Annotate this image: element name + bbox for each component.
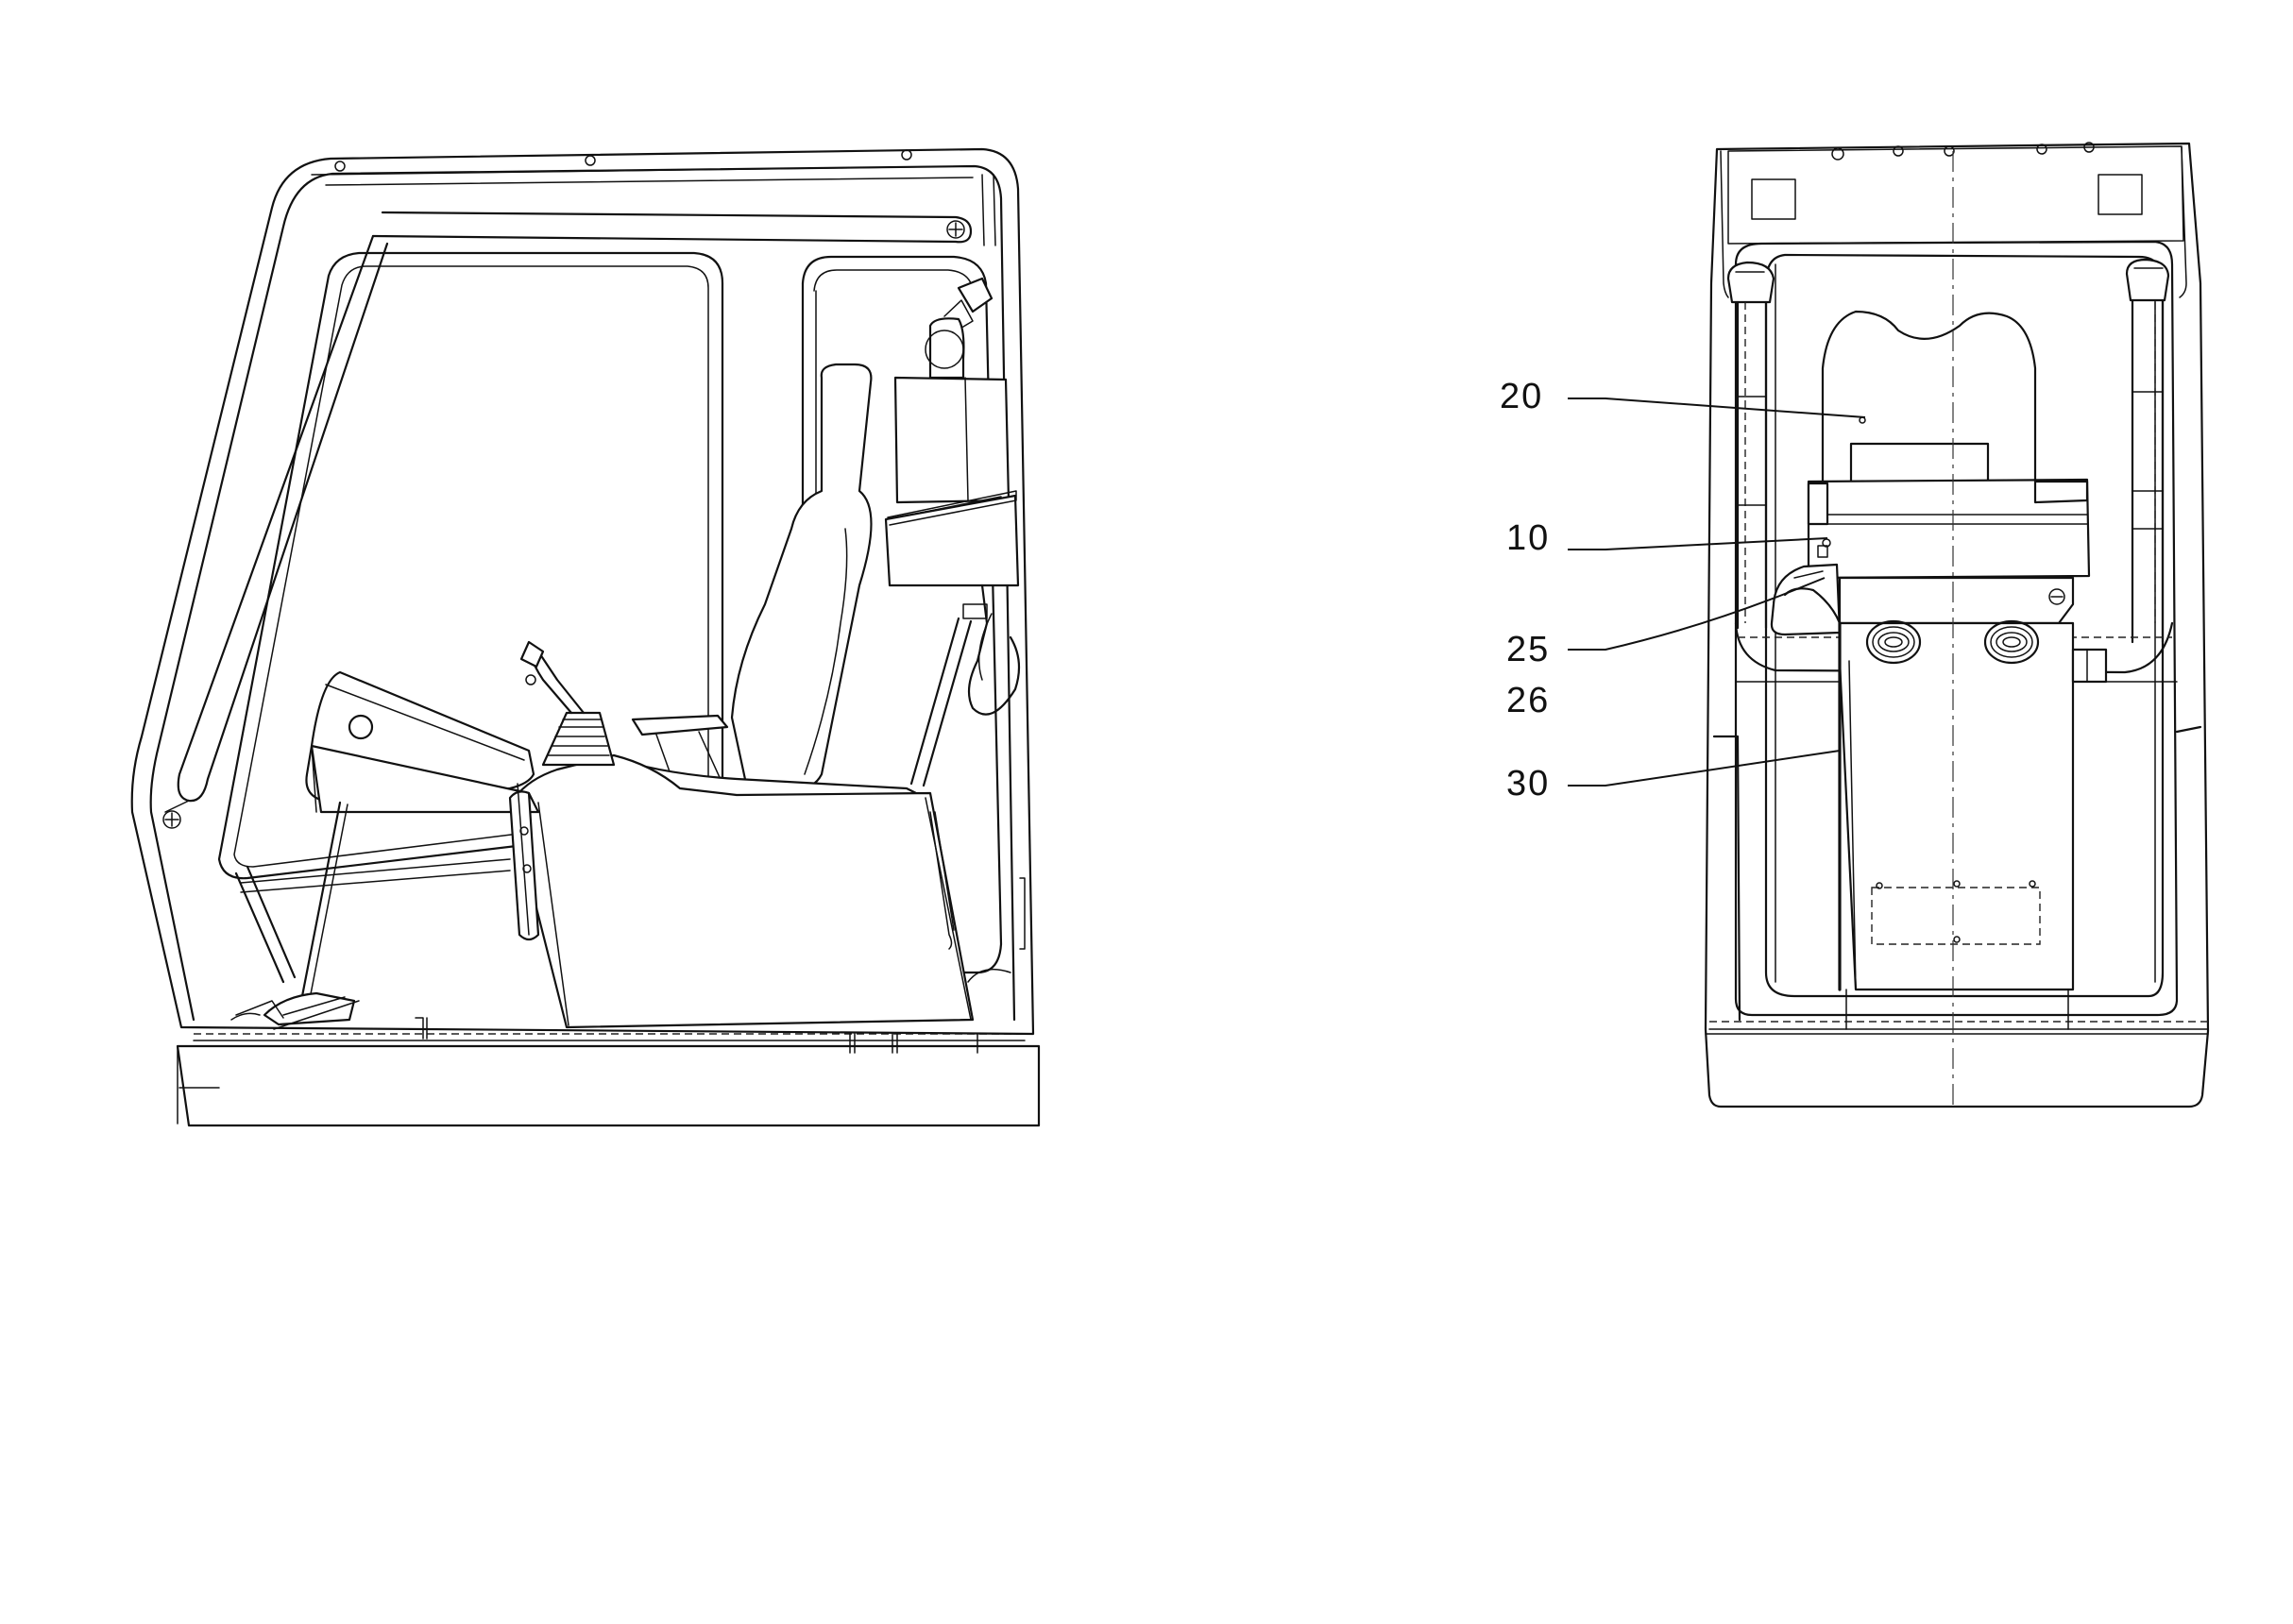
front-window bbox=[217, 251, 724, 880]
cab-rear-outer bbox=[1704, 142, 2210, 1108]
joystick-boot bbox=[541, 711, 616, 767]
cab-outer-frame bbox=[130, 147, 1035, 1036]
heater-unit bbox=[1838, 621, 2075, 991]
callout-10: 10 bbox=[1506, 518, 1550, 558]
seat-backrest bbox=[730, 363, 873, 791]
left-control-console bbox=[513, 753, 975, 1029]
cab-floor-base bbox=[176, 1044, 1041, 1127]
callout-26: 26 bbox=[1506, 681, 1550, 720]
callout-25: 25 bbox=[1506, 630, 1550, 669]
rear-console bbox=[884, 494, 1020, 587]
callout-30: 30 bbox=[1506, 764, 1550, 804]
heater-vent-left bbox=[1865, 619, 1922, 665]
rail-bolt-icon bbox=[946, 220, 965, 239]
cab-rear-view bbox=[1704, 142, 2210, 1108]
heater-vent-right bbox=[1983, 619, 2040, 665]
cab-side-view bbox=[130, 147, 1041, 1127]
armrest-knob bbox=[348, 714, 374, 740]
callout-20: 20 bbox=[1500, 377, 1543, 416]
rear-window bbox=[801, 255, 1003, 974]
callouts: 20 10 25 26 30 bbox=[1500, 377, 1866, 804]
extinguisher-bottle bbox=[893, 376, 1011, 504]
seat-cushion bbox=[1807, 478, 2091, 580]
